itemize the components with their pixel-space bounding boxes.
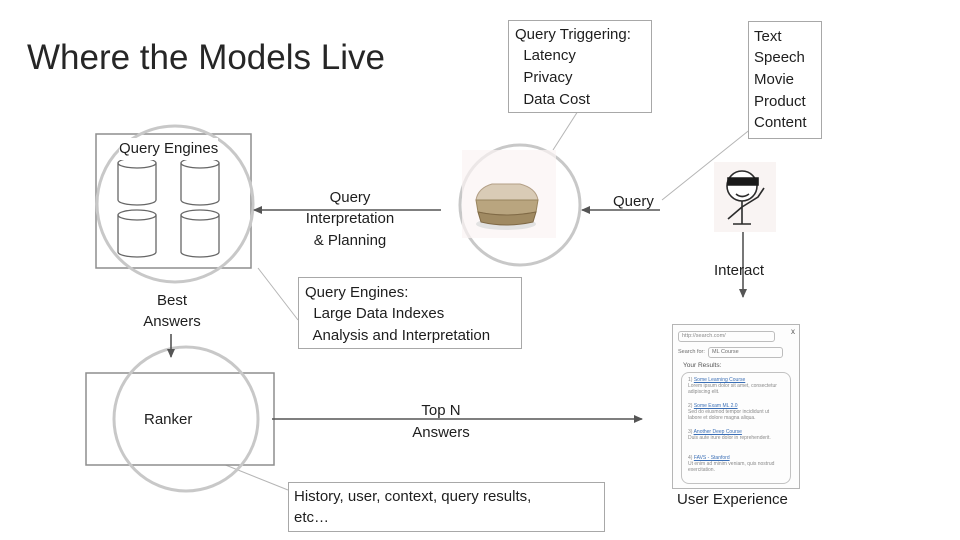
query-engines-circle <box>95 124 255 284</box>
database-icon <box>117 209 157 258</box>
mock-result-num: 4) <box>688 455 693 461</box>
mock-result-num: 2) <box>688 403 693 409</box>
query-engines-callout: Query Engines: Large Data Indexes Analys… <box>298 277 522 349</box>
mock-result-link: Some Exam ML 2.0 <box>693 403 738 409</box>
mock-result-link: FAVS - Stanford <box>693 455 730 461</box>
interpretation-line: Interpretation <box>305 210 395 227</box>
user-avatar-icon <box>714 162 776 232</box>
engines-leader-line <box>257 267 299 321</box>
mock-close-icon: x <box>791 327 795 336</box>
best-answers-line: Best <box>156 292 187 309</box>
engines-line: Large Data Indexes <box>305 305 445 322</box>
engines-line: Analysis and Interpretation <box>305 327 491 344</box>
mock-results-heading: Your Results: <box>683 362 722 369</box>
mock-result-item: 2) Some Exam ML 2.0 Sed do eiusmod tempo… <box>688 403 784 421</box>
content-type-movie: Movie <box>754 71 795 88</box>
triggering-line: Latency <box>515 47 576 64</box>
triggering-leader-line <box>552 110 579 151</box>
mock-results-list: 1) Some Learning Course Lorem ipsum dolo… <box>681 372 791 484</box>
browser-search-results-icon: http://search.com/ x Search for: ML Cour… <box>672 324 800 489</box>
interpretation-line: Query <box>329 189 371 206</box>
ranker-circle <box>112 345 260 493</box>
content-type-product: Product <box>754 93 806 110</box>
mock-result-item: 1) Some Learning Course Lorem ipsum dolo… <box>688 377 784 395</box>
content-type-speech: Speech <box>754 49 805 66</box>
interact-label: Interact <box>714 262 765 279</box>
slide-title: Where the Models Live <box>27 38 385 77</box>
content-leader-line <box>661 127 753 201</box>
query-label: Query <box>613 193 654 210</box>
mock-result-desc: Ut enim ad minim veniam, quis nostrud ex… <box>688 461 775 473</box>
database-icon <box>117 157 157 206</box>
user-experience-label: User Experience <box>677 491 788 508</box>
mock-result-desc: Duis aute irure dolor in reprehenderit. <box>688 435 771 441</box>
content-type-text: Text <box>754 28 782 45</box>
triggering-line: Data Cost <box>515 91 591 108</box>
mock-result-link: Some Learning Course <box>693 377 746 383</box>
engines-line: Query Engines: <box>305 284 409 301</box>
content-types-callout: Text Speech Movie Product Content <box>748 21 822 139</box>
top-n-line: Answers <box>412 424 470 441</box>
ranker-box <box>85 372 275 466</box>
best-answers-line: Answers <box>143 313 201 330</box>
triggering-line: Privacy <box>515 69 573 86</box>
mock-result-link: Another Deep Course <box>693 429 742 435</box>
mock-url-bar: http://search.com/ <box>678 331 775 342</box>
processor-chip-icon <box>462 150 556 238</box>
mock-search-field: ML Course <box>708 347 783 358</box>
mock-result-item: 3) Another Deep Course Duis aute irure d… <box>688 429 784 441</box>
mock-search-label: Search for: <box>678 349 705 355</box>
query-triggering-callout: Query Triggering: Latency Privacy Data C… <box>508 20 652 113</box>
top-n-line: Top N <box>421 402 461 419</box>
history-line: etc… <box>294 509 330 526</box>
mock-result-desc: Sed do eiusmod tempor incididunt ut labo… <box>688 409 770 421</box>
history-callout: History, user, context, query results, e… <box>288 482 605 532</box>
mock-result-num: 3) <box>688 429 693 435</box>
database-icon <box>180 209 220 258</box>
mock-result-desc: Lorem ipsum dolor sit amet, consectetur … <box>688 383 777 395</box>
history-line: History, user, context, query results, <box>294 488 532 505</box>
content-type-content: Content <box>754 114 807 131</box>
database-icon <box>180 157 220 206</box>
mock-result-num: 1) <box>688 377 693 383</box>
ranker-label: Ranker <box>144 411 193 428</box>
history-leader-line <box>217 461 289 491</box>
triggering-line: Query Triggering: <box>515 26 631 43</box>
query-engines-label: Query Engines <box>119 138 219 160</box>
interpretation-line: & Planning <box>313 232 387 249</box>
mock-result-item: 4) FAVS - Stanford Ut enim ad minim veni… <box>688 455 784 473</box>
